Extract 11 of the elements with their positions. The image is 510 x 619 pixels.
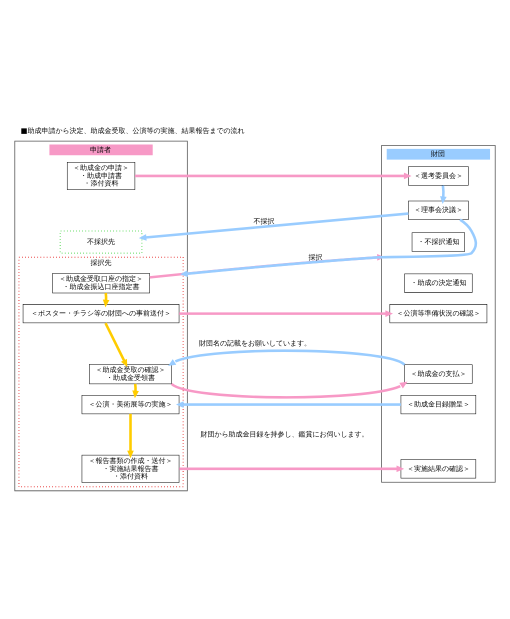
arrow [104, 322, 128, 367]
arrow [179, 310, 393, 316]
arrow [180, 218, 478, 276]
arrow [127, 413, 134, 458]
arrow [176, 400, 401, 408]
arrow [168, 349, 406, 366]
arrow [179, 465, 404, 472]
arrow [138, 212, 408, 240]
arrow [135, 172, 412, 179]
arrow [170, 381, 408, 398]
arrow [440, 184, 447, 204]
